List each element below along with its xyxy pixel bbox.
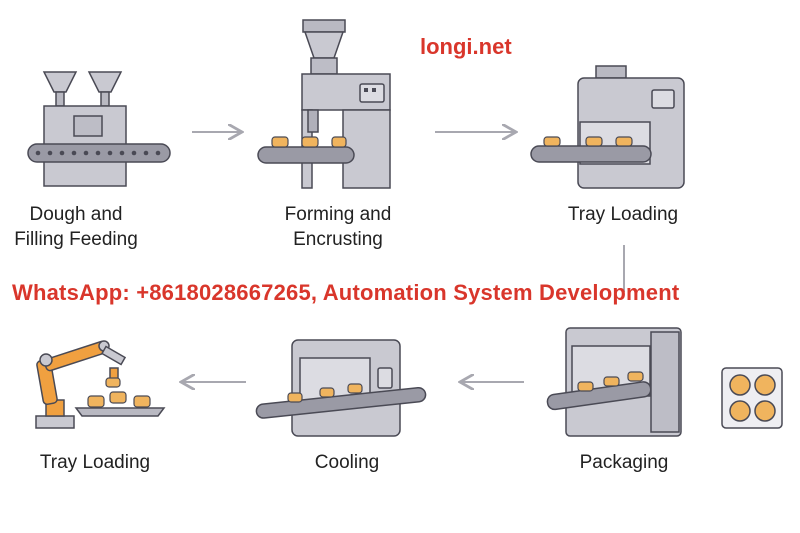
- packaged-tray-icon: [721, 367, 783, 429]
- site-watermark: longi.net: [420, 34, 512, 59]
- packaging-machine-icon: [546, 327, 682, 437]
- step-label-packaging: Packaging: [579, 452, 669, 473]
- forming-machine-icon: [257, 19, 391, 189]
- dumpling-products: [543, 136, 633, 147]
- dumpling-products: [287, 383, 363, 403]
- step-label-tray-loading: Tray Loading: [567, 204, 679, 225]
- contact-watermark: WhatsApp: +8618028667265, Automation Sys…: [12, 280, 680, 305]
- indicator-lights: [364, 88, 376, 92]
- step-label-cooling: Cooling: [314, 452, 380, 473]
- dumpling-products: [271, 136, 347, 148]
- conveyor-rollers: [35, 150, 161, 156]
- cooling-tunnel-icon: [255, 339, 427, 437]
- hopper-conveyor-icon: [27, 71, 171, 187]
- robot-arm-icon: [35, 340, 166, 429]
- tray-loader-icon: [530, 65, 685, 189]
- dumpling-products: [87, 377, 151, 408]
- dumpling-products: [577, 371, 644, 392]
- step-label-robot-tray-loading: Tray Loading: [39, 452, 151, 473]
